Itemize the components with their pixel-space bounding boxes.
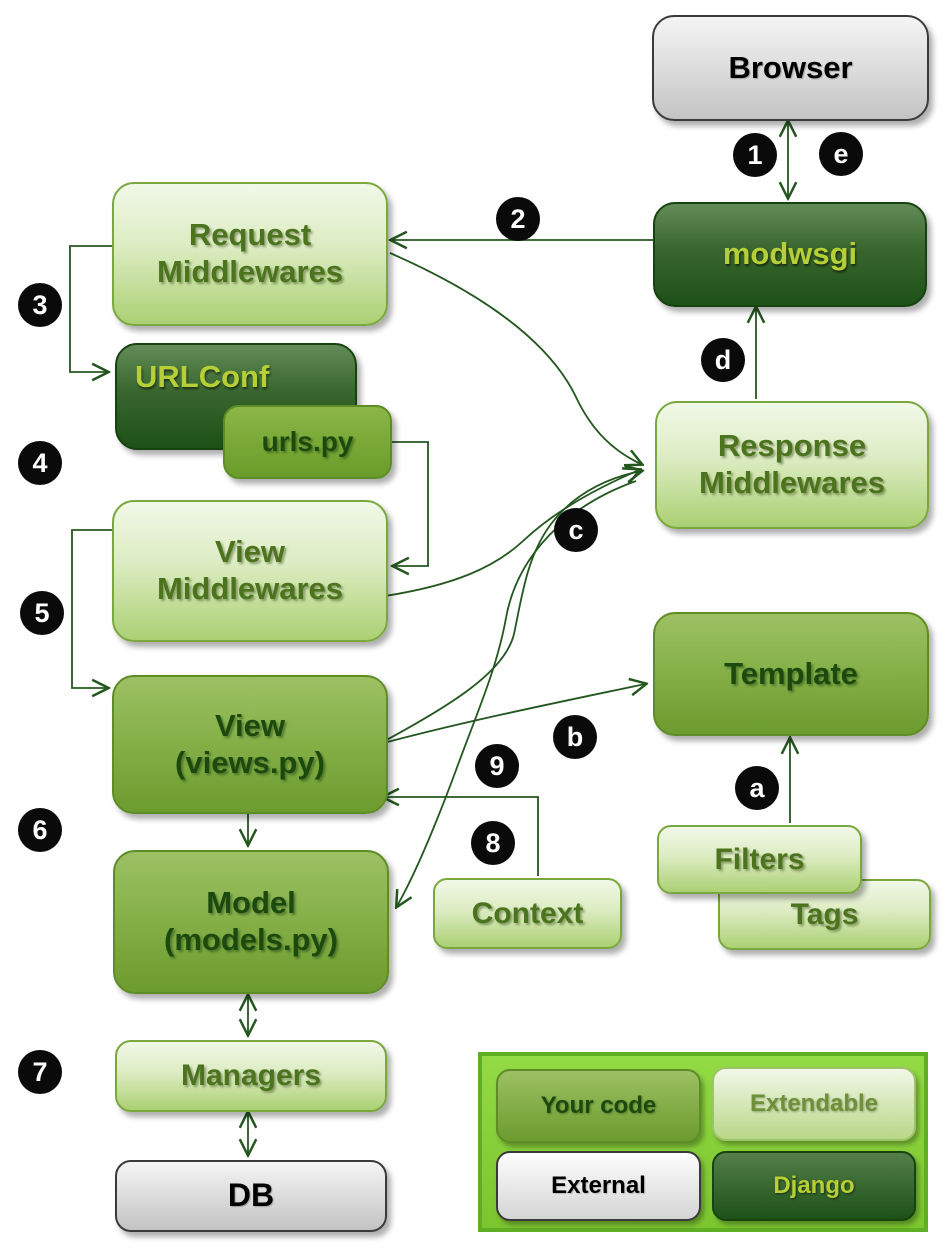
node-request-middlewares: Request Middlewares [112,182,388,326]
node-filters: Filters [657,825,862,894]
node-urls-py: urls.py [223,405,392,479]
curve-view-middlewares-response-middlewares [384,470,639,597]
curve-view-template [379,684,645,745]
node-db: DB [115,1160,387,1232]
node-view-middlewares: View Middlewares [112,500,388,642]
step-badge-4: 4 [18,441,62,485]
step-badge-8: 8 [471,821,515,865]
node-context: Context [433,878,622,949]
legend-item-django: Django [712,1151,916,1221]
arrow-request-middlewares-urlconf [69,245,112,372]
step-badge-9: 9 [475,744,519,788]
node-browser: Browser [652,15,929,121]
step-badge-d: d [701,338,745,382]
step-badge-e: e [819,132,863,176]
step-badge-1: 1 [733,133,777,177]
legend-item-external: External [496,1151,701,1221]
legend-panel: Your code Extendable External Django [478,1052,928,1232]
step-badge-7: 7 [18,1050,62,1094]
step-badge-a: a [735,766,779,810]
node-modwsgi: modwsgi [653,202,927,307]
step-badge-3: 3 [18,283,62,327]
step-badge-5: 5 [20,591,64,635]
node-model: Model (models.py) [113,850,389,994]
step-badge-2: 2 [496,197,540,241]
curve-request-middlewares-response-middlewares [389,252,641,464]
arrow-view-middlewares-view [71,529,112,688]
arrow-urlspy-view-middlewares [388,441,429,566]
node-view: View (views.py) [112,675,388,814]
legend-item-your-code: Your code [496,1069,701,1143]
step-badge-c: c [554,508,598,552]
arrow-context-view [384,797,539,876]
step-badge-b: b [553,715,597,759]
legend-item-extendable: Extendable [712,1067,916,1141]
curve-view-response-middlewares [378,471,641,745]
step-badge-6: 6 [18,808,62,852]
node-template: Template [653,612,929,736]
node-managers: Managers [115,1040,387,1112]
node-response-middlewares: Response Middlewares [655,401,929,529]
